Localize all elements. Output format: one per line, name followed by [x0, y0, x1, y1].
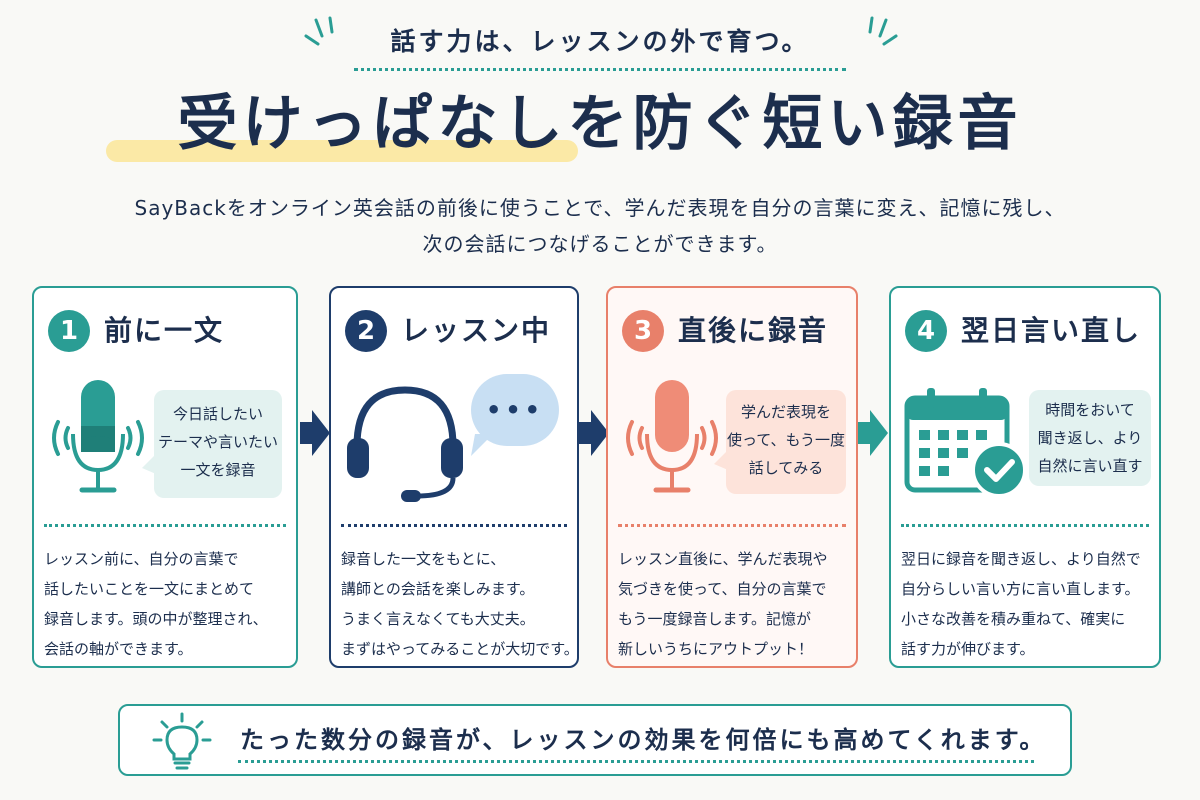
- step-title: レッスン中: [401, 314, 552, 347]
- step-number-badge: 3: [622, 310, 664, 352]
- description-line: レッスン直後に、学んだ表現や: [618, 550, 828, 568]
- headset-icon: [347, 386, 463, 502]
- arrow-right-icon: [858, 410, 888, 456]
- microphone-icon: [626, 380, 718, 493]
- bubble-line: 自然に言い直す: [1037, 457, 1143, 475]
- card-divider: [618, 524, 846, 527]
- bubble-line: 時間をおいて: [1045, 401, 1135, 419]
- step-number-badge: 1: [48, 310, 90, 352]
- description-line: 新しいうちにアウトプット！: [618, 640, 814, 658]
- description-line: 講師との会話を楽しみます。: [341, 580, 535, 598]
- description-line: 録音した一文をもとに、: [341, 550, 506, 568]
- description-line: まずはやってみることが大切です。: [341, 640, 579, 658]
- description-line: うまく言えなくても大丈夫。: [341, 610, 535, 628]
- step-title: 直後に録音: [678, 314, 829, 347]
- headline: 受けっぱなしを防ぐ短い録音: [177, 89, 1023, 159]
- lead-text: SayBackをオンライン英会話の前後に使うことで、学んだ表現を自分の言葉に変え…: [0, 190, 1200, 262]
- description-line: 気づきを使って、自分の言葉で: [618, 580, 827, 598]
- step-description: レッスン前に、自分の言葉で 話したいことを一文にまとめて 録音します。頭の中が整…: [44, 544, 290, 664]
- bubble-tail: [471, 434, 493, 456]
- headline-highlight: [106, 140, 578, 162]
- typing-dots: •••: [485, 396, 545, 424]
- description-line: 小さな改善を積み重ねて、確実に: [901, 610, 1126, 628]
- step-number-badge: 2: [345, 310, 387, 352]
- bubble-line: テーマや言いたい: [157, 433, 278, 451]
- arrow-right-icon: [300, 410, 330, 456]
- sparkle-right-icon: [868, 16, 898, 46]
- bubble-line: 今日話したい: [172, 405, 263, 423]
- calendar-check-icon: [904, 388, 1027, 498]
- bubble-tail: [142, 454, 156, 474]
- tagline-underline: [354, 68, 846, 71]
- step-card-3: 3 直後に録音 学んだ表現を 使って、もう一度 話してみる レッスン直後に、学ん…: [606, 286, 858, 668]
- summary-message: たった数分の録音が、レッスンの効果を何倍にも高めてくれます。: [240, 726, 1047, 754]
- description-line: 会話の軸ができます。: [44, 640, 193, 658]
- card-divider: [44, 524, 286, 527]
- bubble-line: 一文を録音: [180, 461, 256, 479]
- arrow-right-icon: [579, 410, 609, 456]
- summary-banner: たった数分の録音が、レッスンの効果を何倍にも高めてくれます。: [118, 704, 1072, 776]
- sparkle-left-icon: [304, 16, 334, 46]
- speech-bubble: 学んだ表現を 使って、もう一度 話してみる: [726, 390, 846, 494]
- step-card-1: 1 前に一文 今日話したい テーマや言いたい 一文を録音 レッスン前に、自分の言…: [32, 286, 298, 668]
- lightbulb-icon: [152, 712, 212, 770]
- bubble-line: 使って、もう一度: [726, 431, 846, 449]
- description-line: 話す力が伸びます。: [901, 640, 1035, 658]
- description-line: 話したいことを一文にまとめて: [44, 580, 255, 598]
- step-title: 翌日言い直し: [961, 314, 1142, 347]
- step-card-2: 2 レッスン中 ••• 録音した一文をもとに、 講師との会話を楽しみます。 うま…: [329, 286, 579, 668]
- description-line: レッスン前に、自分の言葉で: [44, 550, 239, 568]
- bubble-line: 聞き返し、より: [1037, 429, 1143, 447]
- description-line: 自分らしい言い方に言い直します。: [901, 580, 1140, 598]
- step-number-badge: 4: [905, 310, 947, 352]
- tagline: 話す力は、レッスンの外で育つ。: [390, 27, 810, 56]
- description-line: 翌日に録音を聞き返し、より自然で: [901, 550, 1141, 568]
- bubble-tail: [714, 450, 728, 470]
- step-description: レッスン直後に、学んだ表現や 気づきを使って、自分の言葉で もう一度録音します。…: [618, 544, 850, 664]
- bubble-line: 話してみる: [748, 459, 824, 477]
- lead-line: 次の会話につなげることができます。: [422, 232, 778, 256]
- step-title: 前に一文: [104, 314, 225, 347]
- step-description: 録音した一文をもとに、 講師との会話を楽しみます。 うまく言えなくても大丈夫。 …: [341, 544, 579, 664]
- card-divider: [901, 524, 1149, 527]
- description-line: 録音します。頭の中が整理され、: [44, 610, 268, 628]
- bubble-line: 学んだ表現を: [740, 403, 831, 421]
- speech-bubble: 時間をおいて 聞き返し、より 自然に言い直す: [1029, 390, 1151, 486]
- banner-underline: [238, 760, 1034, 763]
- speech-bubble: 今日話したい テーマや言いたい 一文を録音: [154, 390, 282, 498]
- lead-line: SayBackをオンライン英会話の前後に使うことで、学んだ表現を自分の言葉に変え…: [134, 196, 1066, 220]
- card-divider: [341, 524, 567, 527]
- step-description: 翌日に録音を聞き返し、より自然で 自分らしい言い方に言い直します。 小さな改善を…: [901, 544, 1153, 664]
- step-card-4: 4 翌日言い直し 時間をおいて 聞き返し、より 自然に言い直す 翌日に録音を聞き…: [889, 286, 1161, 668]
- microphone-icon: [52, 380, 144, 493]
- description-line: もう一度録音します。記憶が: [618, 610, 812, 628]
